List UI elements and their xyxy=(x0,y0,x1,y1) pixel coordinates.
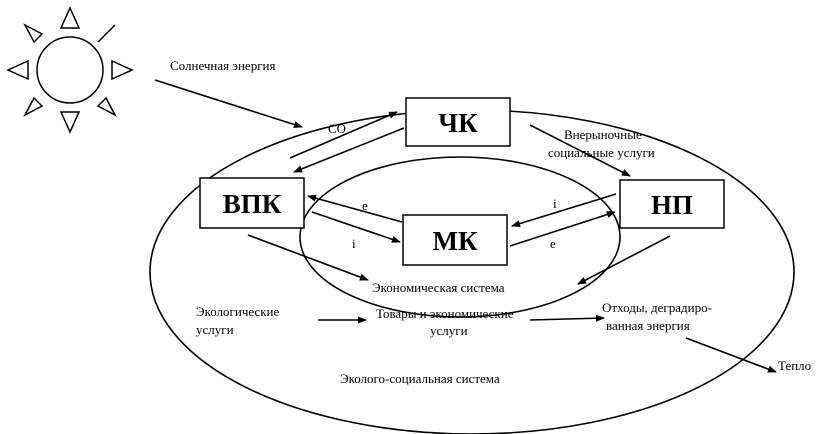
arrow-np-to-mk xyxy=(511,193,617,228)
arrow-vpk-to-mk xyxy=(311,211,401,243)
nonmarket-services-label-1: Внерыночные xyxy=(564,127,642,142)
co-label: CO xyxy=(328,121,346,136)
arrow-vpk-to-econ xyxy=(247,234,369,281)
i-left-label: i xyxy=(352,236,356,251)
arrow-solar-energy xyxy=(154,79,303,128)
eco-services-label-1: Экологические xyxy=(196,304,280,319)
waste-label-2: ванная энергия xyxy=(606,318,690,333)
box-mk-label: МК xyxy=(432,226,477,256)
economic-system-label: Экономическая система xyxy=(372,280,505,295)
box-np-label: НП xyxy=(651,190,693,220)
box-vpk-label: ВПК xyxy=(223,189,282,219)
waste-label-1: Отходы, деградиро- xyxy=(602,300,712,315)
goods-services-label-2: услуги xyxy=(430,323,468,338)
e-left-label: e xyxy=(362,198,368,213)
arrow-goods-to-waste xyxy=(529,314,605,322)
box-vpk xyxy=(199,177,305,229)
i-right-label: i xyxy=(553,196,557,211)
economic-system-ellipse xyxy=(299,156,621,318)
arrow-from-chk xyxy=(293,127,405,173)
e-right-label: e xyxy=(550,236,556,251)
solar-energy-label: Солнечная энергия xyxy=(170,58,275,73)
box-chk-label: ЧК xyxy=(438,108,478,138)
arrow-to-chk xyxy=(289,111,398,159)
goods-services-label-1: Товары и экономические xyxy=(376,306,514,321)
box-chk xyxy=(405,97,511,147)
arrow-chk-to-np xyxy=(529,124,631,177)
eco-services-label-2: услуги xyxy=(196,322,234,337)
sun-icon xyxy=(6,6,134,134)
eco-social-system-label: Эколого-социальная система xyxy=(340,371,500,386)
arrow-mk-to-np xyxy=(509,211,616,247)
arrow-mk-to-vpk xyxy=(307,194,403,223)
arrow-np-to-econ xyxy=(577,235,671,285)
nonmarket-services-label-2: социальные услуги xyxy=(548,145,655,160)
box-np xyxy=(619,179,725,229)
heat-label: Тепло xyxy=(778,358,811,373)
arrow-to-heat xyxy=(685,337,777,373)
box-mk xyxy=(402,214,508,266)
